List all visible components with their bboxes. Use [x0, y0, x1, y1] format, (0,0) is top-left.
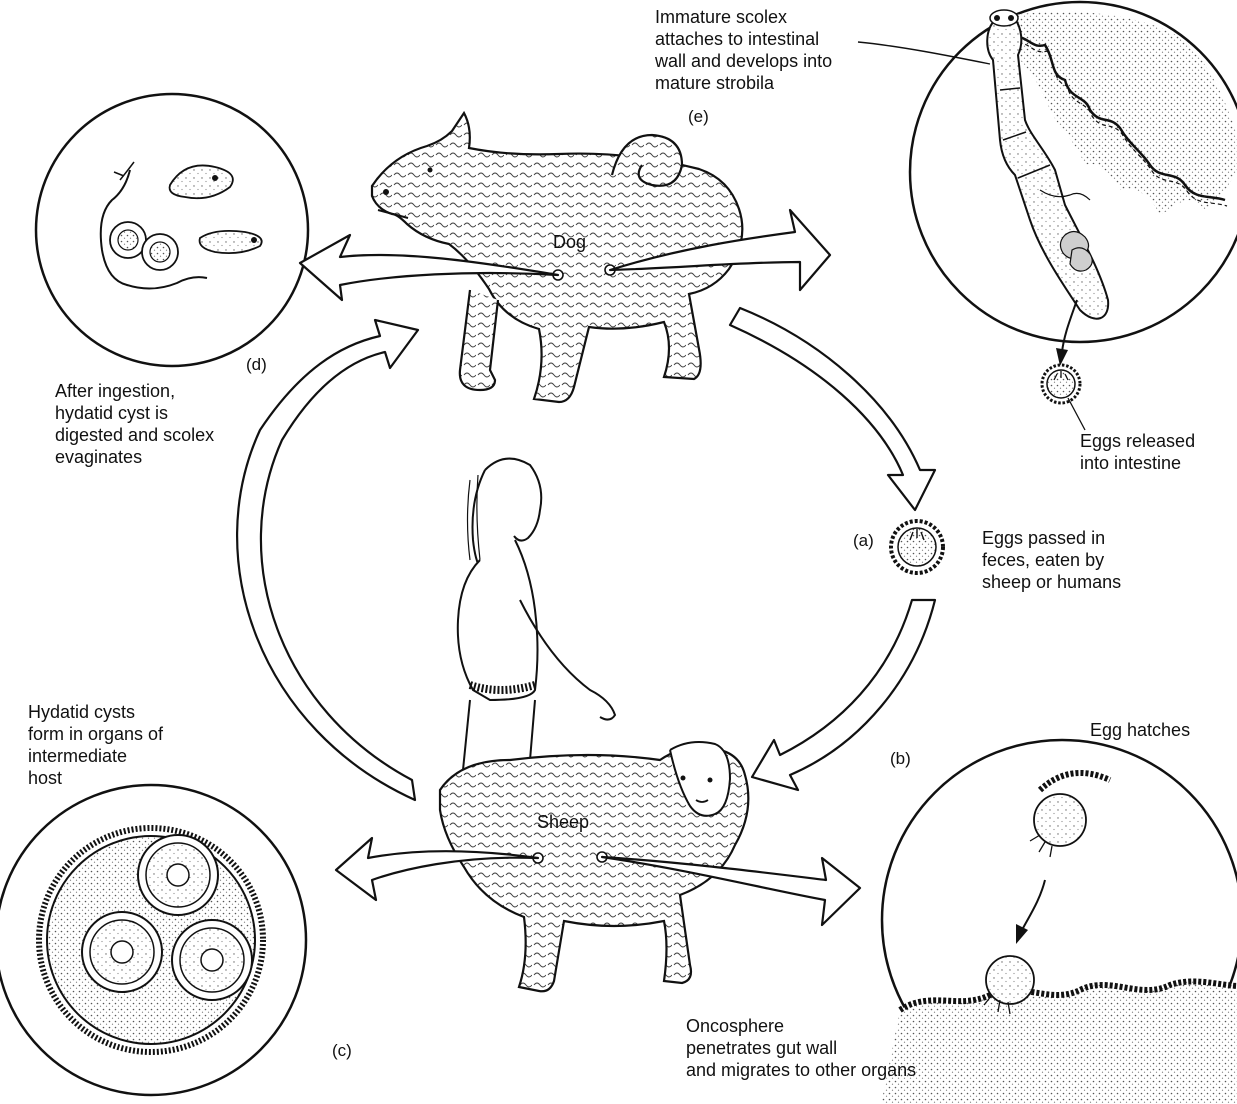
arrow-dog-to-egg — [730, 308, 935, 510]
host-label-dog: Dog — [553, 231, 586, 253]
host-label-sheep: Sheep — [537, 811, 589, 833]
stage-c-tag: (c) — [332, 1040, 352, 1062]
egg-a — [891, 521, 943, 573]
circle-b-oncosphere — [880, 740, 1237, 1104]
stage-a-tag: (a) — [853, 530, 874, 552]
stage-b-oncosphere-text: Oncosphere penetrates gut wall and migra… — [686, 1015, 916, 1081]
stage-c-text: Hydatid cysts form in organs of intermed… — [28, 701, 163, 789]
person-illustration — [458, 459, 615, 780]
stage-b-text: Egg hatches — [1090, 719, 1190, 741]
circle-c-hydatid-cysts — [0, 785, 306, 1095]
stage-d-text: After ingestion, hydatid cyst is digeste… — [55, 380, 214, 468]
stage-e-text: Immature scolex attaches to intestinal w… — [655, 6, 832, 94]
stage-b-tag: (b) — [890, 748, 911, 770]
stage-a-text: Eggs passed in feces, eaten by sheep or … — [982, 527, 1121, 593]
circle-e-scolex-attachment — [858, 2, 1237, 430]
arrow-sheep-to-dog — [237, 320, 418, 800]
circle-d-scolex-evagination — [36, 94, 308, 366]
stage-d-tag: (d) — [246, 354, 267, 376]
stage-e-tag: (e) — [688, 106, 709, 128]
stage-e-eggs-released-text: Eggs released into intestine — [1080, 430, 1195, 474]
